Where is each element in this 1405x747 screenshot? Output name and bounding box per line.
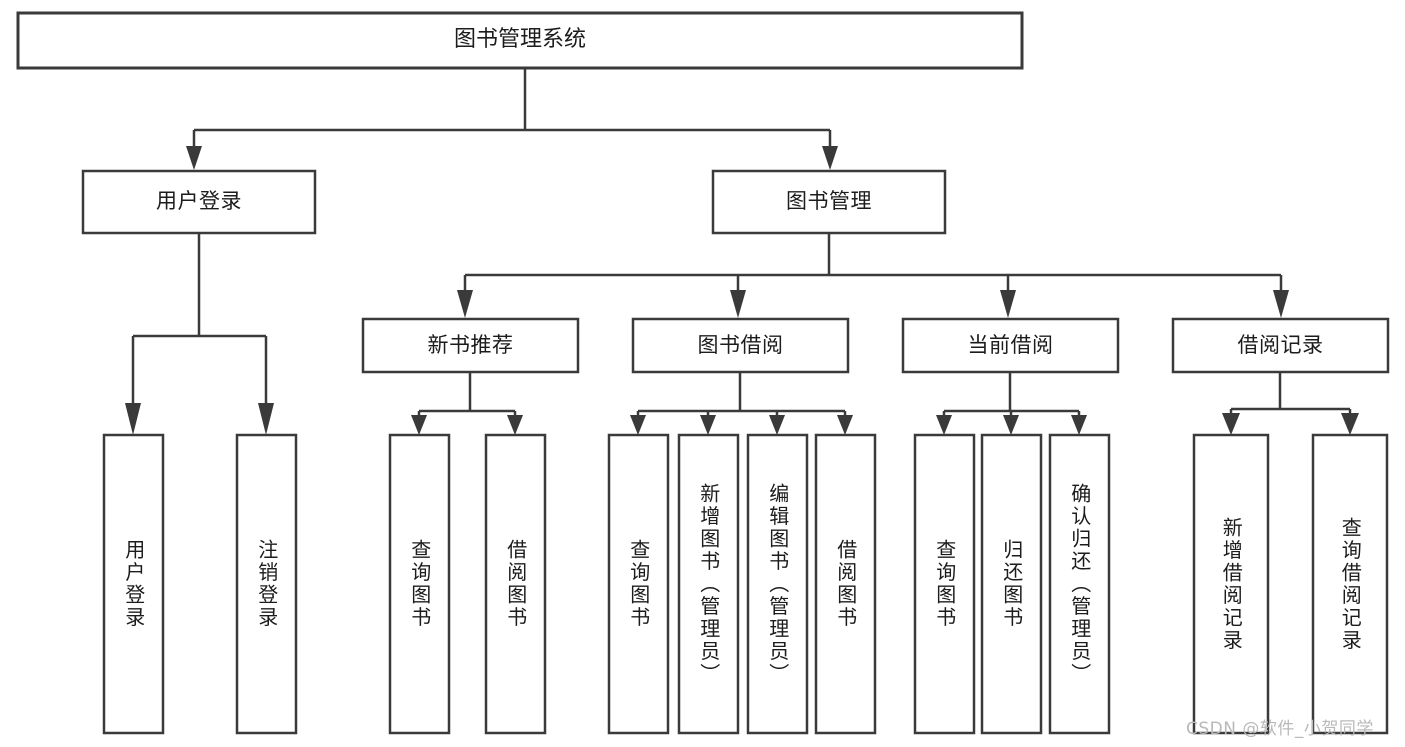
arrow-head-leaf-current-borrow-3 bbox=[1071, 415, 1087, 435]
node-box-book-borrow[interactable] bbox=[631, 317, 850, 374]
node-box-user-login[interactable] bbox=[81, 169, 317, 235]
leaf-box-user-login-2[interactable] bbox=[235, 433, 298, 735]
arrow-head-leaf-new-book-1 bbox=[411, 415, 427, 435]
leaf-box-new-book-2[interactable] bbox=[484, 433, 547, 735]
leaf-box-current-borrow-1[interactable] bbox=[913, 433, 976, 735]
arrow-head-book-borrow bbox=[730, 290, 746, 318]
arrow-head-borrow-records bbox=[1273, 290, 1289, 318]
arrow-head-user-login bbox=[186, 146, 202, 170]
leaf-box-book-borrow-3[interactable] bbox=[746, 433, 809, 735]
leaf-box-user-login-1[interactable] bbox=[102, 433, 165, 735]
arrow-head-leaf-book-borrow-4 bbox=[837, 415, 853, 435]
arrow-head-leaf-user-login-2 bbox=[258, 403, 274, 435]
leaf-box-book-borrow-1[interactable] bbox=[607, 433, 670, 735]
leaf-box-new-book-1[interactable] bbox=[388, 433, 451, 735]
leaf-box-current-borrow-3[interactable] bbox=[1048, 433, 1111, 735]
leaf-box-borrow-records-1[interactable] bbox=[1192, 433, 1270, 735]
arrow-head-leaf-borrow-records-1 bbox=[1222, 413, 1240, 435]
arrow-head-leaf-current-borrow-2 bbox=[1003, 415, 1019, 435]
node-box-current-borrow[interactable] bbox=[901, 317, 1120, 374]
arrow-head-leaf-new-book-2 bbox=[507, 415, 523, 435]
arrow-head-leaf-book-borrow-3 bbox=[769, 415, 785, 435]
node-box-new-book-recommend[interactable] bbox=[361, 317, 580, 374]
leaf-box-book-borrow-2[interactable] bbox=[677, 433, 740, 735]
watermark: CSDN @软件_小贺同学 bbox=[1186, 719, 1374, 739]
leaf-box-borrow-records-2[interactable] bbox=[1311, 433, 1389, 735]
leaf-box-current-borrow-2[interactable] bbox=[980, 433, 1043, 735]
arrow-head-leaf-current-borrow-1 bbox=[936, 415, 952, 435]
node-box-book-management[interactable] bbox=[711, 169, 947, 235]
arrow-head-book-mgmt bbox=[822, 146, 838, 170]
arrow-head-leaf-book-borrow-2 bbox=[700, 415, 716, 435]
arrow-head-new-book bbox=[457, 290, 473, 318]
node-box-borrow-records[interactable] bbox=[1171, 317, 1390, 374]
node-box-root[interactable] bbox=[16, 11, 1024, 70]
leaf-box-book-borrow-4[interactable] bbox=[814, 433, 877, 735]
arrow-head-leaf-book-borrow-1 bbox=[630, 415, 646, 435]
arrow-head-current-borrow bbox=[1000, 290, 1016, 318]
arrow-head-leaf-user-login-1 bbox=[125, 403, 141, 435]
arrow-head-leaf-borrow-records-2 bbox=[1341, 413, 1359, 435]
